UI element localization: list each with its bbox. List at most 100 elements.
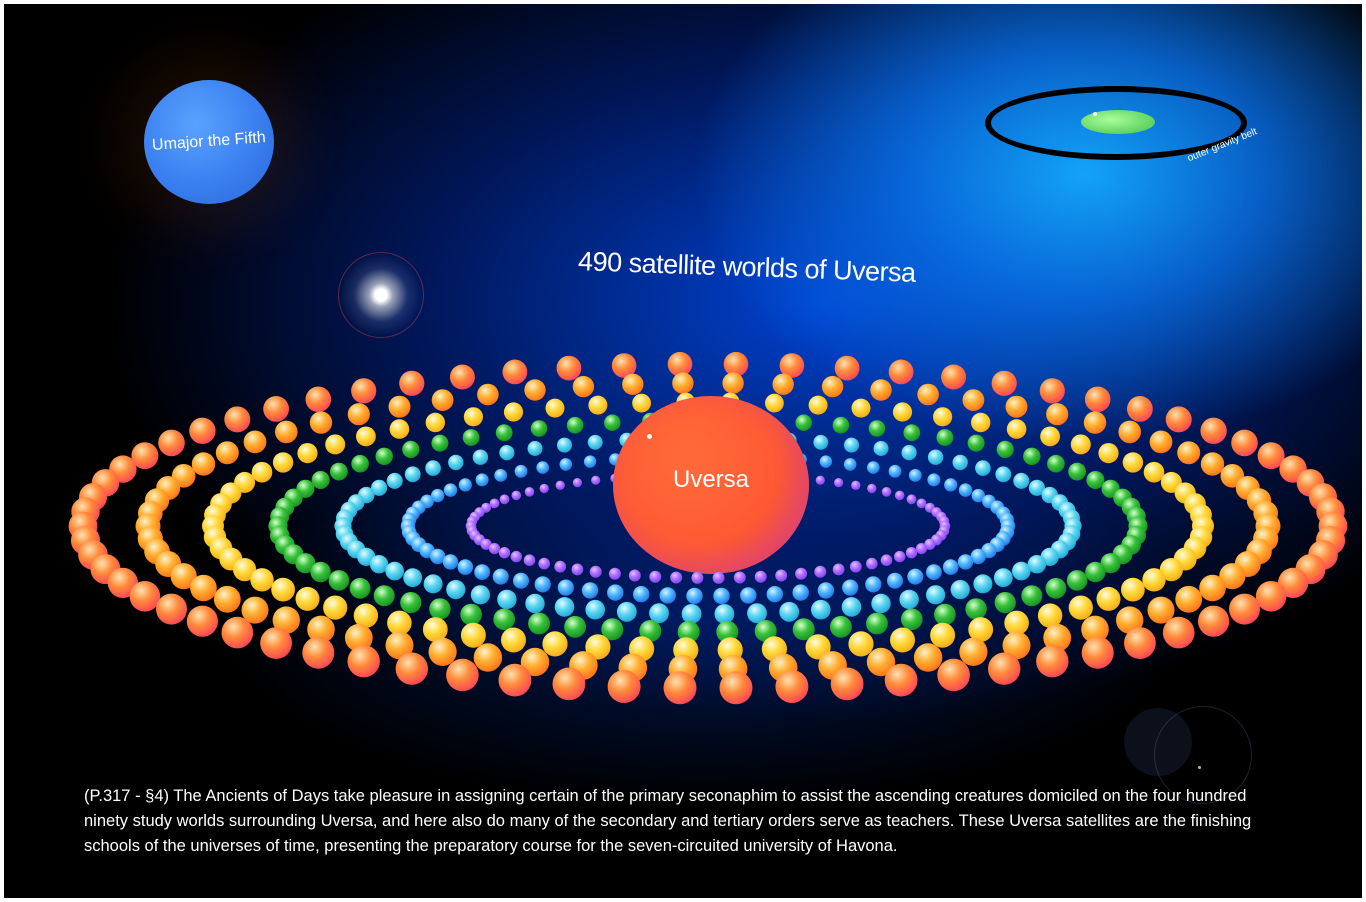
satellite-world-orange — [962, 389, 985, 411]
satellite-world-cyan — [472, 449, 489, 465]
satellite-world-red-orange — [260, 627, 292, 659]
satellite-world-cyan — [423, 574, 443, 594]
satellite-world-cyan — [901, 445, 917, 461]
uversa-highlight-dot — [647, 434, 652, 439]
satellite-world-green — [830, 615, 852, 638]
satellite-world-violet — [555, 480, 565, 490]
satellite-world-red-orange — [607, 670, 641, 703]
satellite-world-green — [495, 424, 513, 442]
satellite-world-cyan — [554, 597, 575, 617]
satellite-world-red-orange — [1084, 386, 1111, 413]
uversa-label: Uversa — [672, 466, 750, 493]
satellite-world-green — [1085, 561, 1106, 583]
satellite-world-cyan — [386, 472, 403, 489]
satellite-world-orange — [1199, 574, 1226, 602]
satellite-world-green — [936, 429, 954, 446]
satellite-world-red-orange — [446, 658, 479, 692]
satellite-world-green — [493, 608, 515, 631]
satellite-world-yellow — [1037, 603, 1063, 628]
satellite-world-blue — [942, 559, 959, 575]
satellite-world-red-orange — [611, 353, 637, 378]
satellite-world-orange — [913, 643, 943, 672]
satellite-world-violet — [851, 480, 861, 490]
satellite-world-red-orange — [302, 636, 335, 669]
satellite-world-red-orange — [1200, 417, 1227, 444]
satellite-world-violet — [754, 570, 767, 583]
satellite-world-cyan — [446, 580, 466, 600]
satellite-world-orange — [385, 631, 414, 660]
satellite-world-orange — [572, 375, 595, 398]
satellite-world-green — [431, 434, 449, 452]
satellite-world-red-orange — [347, 645, 380, 678]
satellite-world-yellow — [425, 412, 445, 433]
satellite-world-yellow — [387, 610, 412, 636]
satellite-world-violet — [867, 483, 877, 494]
satellite-world-green — [351, 454, 369, 473]
satellite-world-orange — [1200, 452, 1225, 476]
satellite-world-orange — [191, 452, 216, 476]
satellite-world-yellow — [1096, 586, 1121, 611]
satellite-world-violet — [849, 560, 862, 573]
satellite-world-cyan — [557, 437, 572, 453]
satellite-world-red-orange — [1036, 645, 1069, 678]
satellite-world-orange — [388, 395, 411, 418]
satellite-world-violet — [554, 560, 567, 573]
satellite-world-blue — [475, 473, 489, 487]
satellite-world-green — [1047, 454, 1065, 473]
satellite-world-violet — [924, 538, 936, 550]
satellite-world-red-orange — [449, 364, 475, 390]
satellite-world-red-orange — [1165, 406, 1192, 433]
satellite-world-cyan — [975, 460, 991, 476]
satellite-world-orange — [1081, 615, 1109, 644]
satellite-world-violet — [538, 557, 550, 570]
satellite-world-orange — [272, 606, 300, 634]
satellite-world-violet — [894, 490, 905, 501]
satellite-world-red-orange — [498, 663, 532, 697]
satellite-world-cyan — [527, 441, 543, 456]
satellite-world-green — [460, 603, 482, 626]
satellite-world-red-orange — [305, 386, 332, 413]
satellite-world-blue — [908, 469, 922, 482]
satellite-world-green — [677, 620, 700, 643]
satellite-world-violet — [775, 569, 788, 582]
satellite-world-yellow — [848, 631, 874, 657]
satellite-world-violet — [510, 550, 522, 563]
satellite-world-red-orange — [156, 593, 187, 625]
satellite-world-blue — [581, 582, 599, 599]
satellite-world-yellow — [805, 634, 831, 660]
satellite-world-cyan — [844, 437, 859, 453]
satellite-world-cyan — [616, 601, 637, 622]
satellite-world-green — [1045, 577, 1067, 599]
satellite-world-red-orange — [1039, 378, 1065, 404]
satellite-world-violet — [832, 563, 845, 576]
satellite-world-cyan — [499, 445, 515, 461]
satellite-world-blue — [443, 483, 458, 497]
satellite-world-blue — [957, 554, 974, 570]
satellite-world-green — [965, 598, 987, 620]
satellite-world-blue — [792, 584, 809, 601]
star-glow — [338, 252, 424, 338]
satellite-world-red-orange — [395, 652, 428, 685]
satellite-world-violet — [572, 478, 583, 488]
satellite-world-orange — [772, 373, 794, 395]
satellite-world-blue — [867, 461, 880, 474]
caption-text: (P.317 - §4) The Ancients of Days take p… — [84, 787, 1252, 855]
satellite-world-cyan — [899, 589, 919, 610]
satellite-world-red-orange — [779, 353, 805, 378]
satellite-world-red-orange — [1124, 627, 1156, 659]
satellite-world-orange — [1083, 411, 1107, 434]
satellite-world-green — [400, 592, 422, 614]
satellite-world-red-orange — [221, 616, 254, 649]
satellite-world-orange — [428, 637, 457, 667]
satellite-world-green — [832, 416, 850, 434]
satellite-world-violet — [795, 567, 808, 580]
satellite-world-green — [996, 440, 1014, 458]
satellite-world-red-orange — [1127, 396, 1153, 422]
satellite-world-yellow — [765, 393, 784, 413]
satellite-world-violet — [488, 543, 501, 555]
satellite-world-violet — [511, 490, 522, 501]
satellite-world-red-orange — [158, 429, 185, 457]
satellite-world-red-orange — [186, 605, 218, 637]
satellite-world-yellow — [851, 398, 871, 418]
satellite-world-red-orange — [937, 658, 970, 692]
